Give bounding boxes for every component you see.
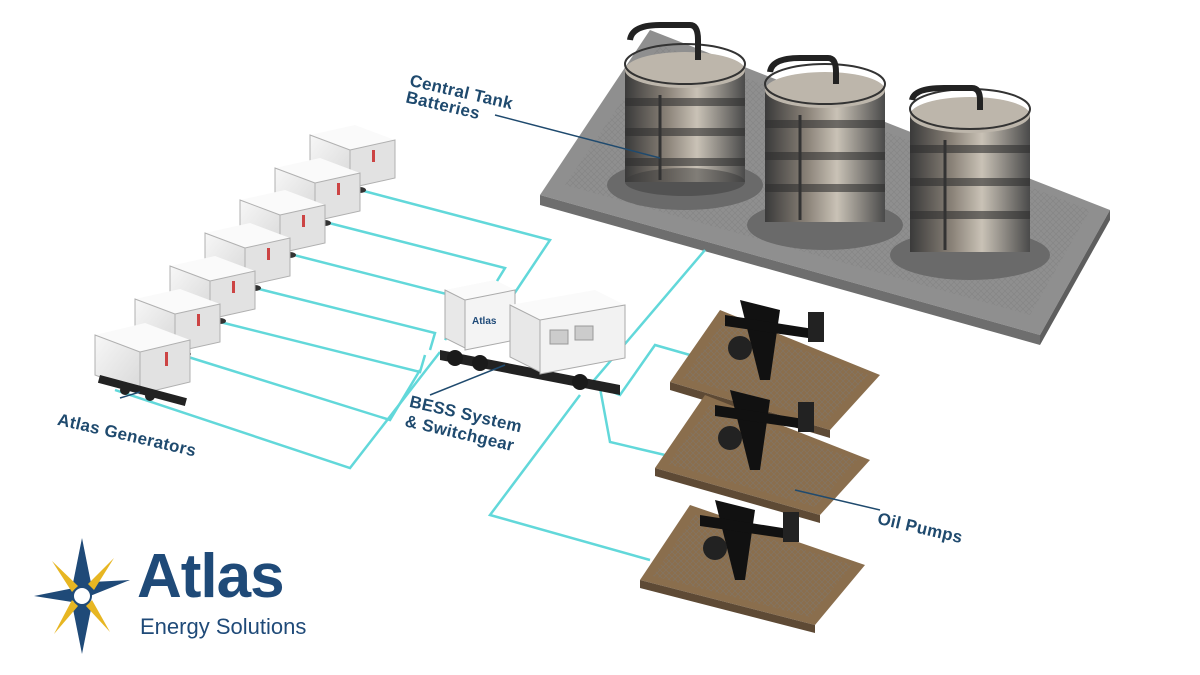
oil-pump-site	[670, 300, 880, 438]
storage-tank	[747, 55, 903, 250]
storage-tank	[890, 85, 1050, 280]
atlas-logo: Atlas Energy Solutions	[32, 536, 342, 656]
bess-trailer: Atlas	[440, 280, 626, 395]
bess-brand: Atlas	[472, 316, 497, 327]
oil-pump-site	[655, 390, 870, 523]
storage-tank	[607, 22, 763, 210]
generator	[94, 323, 191, 407]
generator	[239, 190, 326, 258]
power-cables	[114, 188, 706, 562]
oil-pump-site	[640, 500, 865, 633]
logo-wordmark: Atlas	[137, 542, 285, 611]
logo-tagline: Energy Solutions	[140, 614, 307, 639]
atlas-star-icon	[34, 538, 130, 654]
label-leaders	[119, 114, 881, 511]
